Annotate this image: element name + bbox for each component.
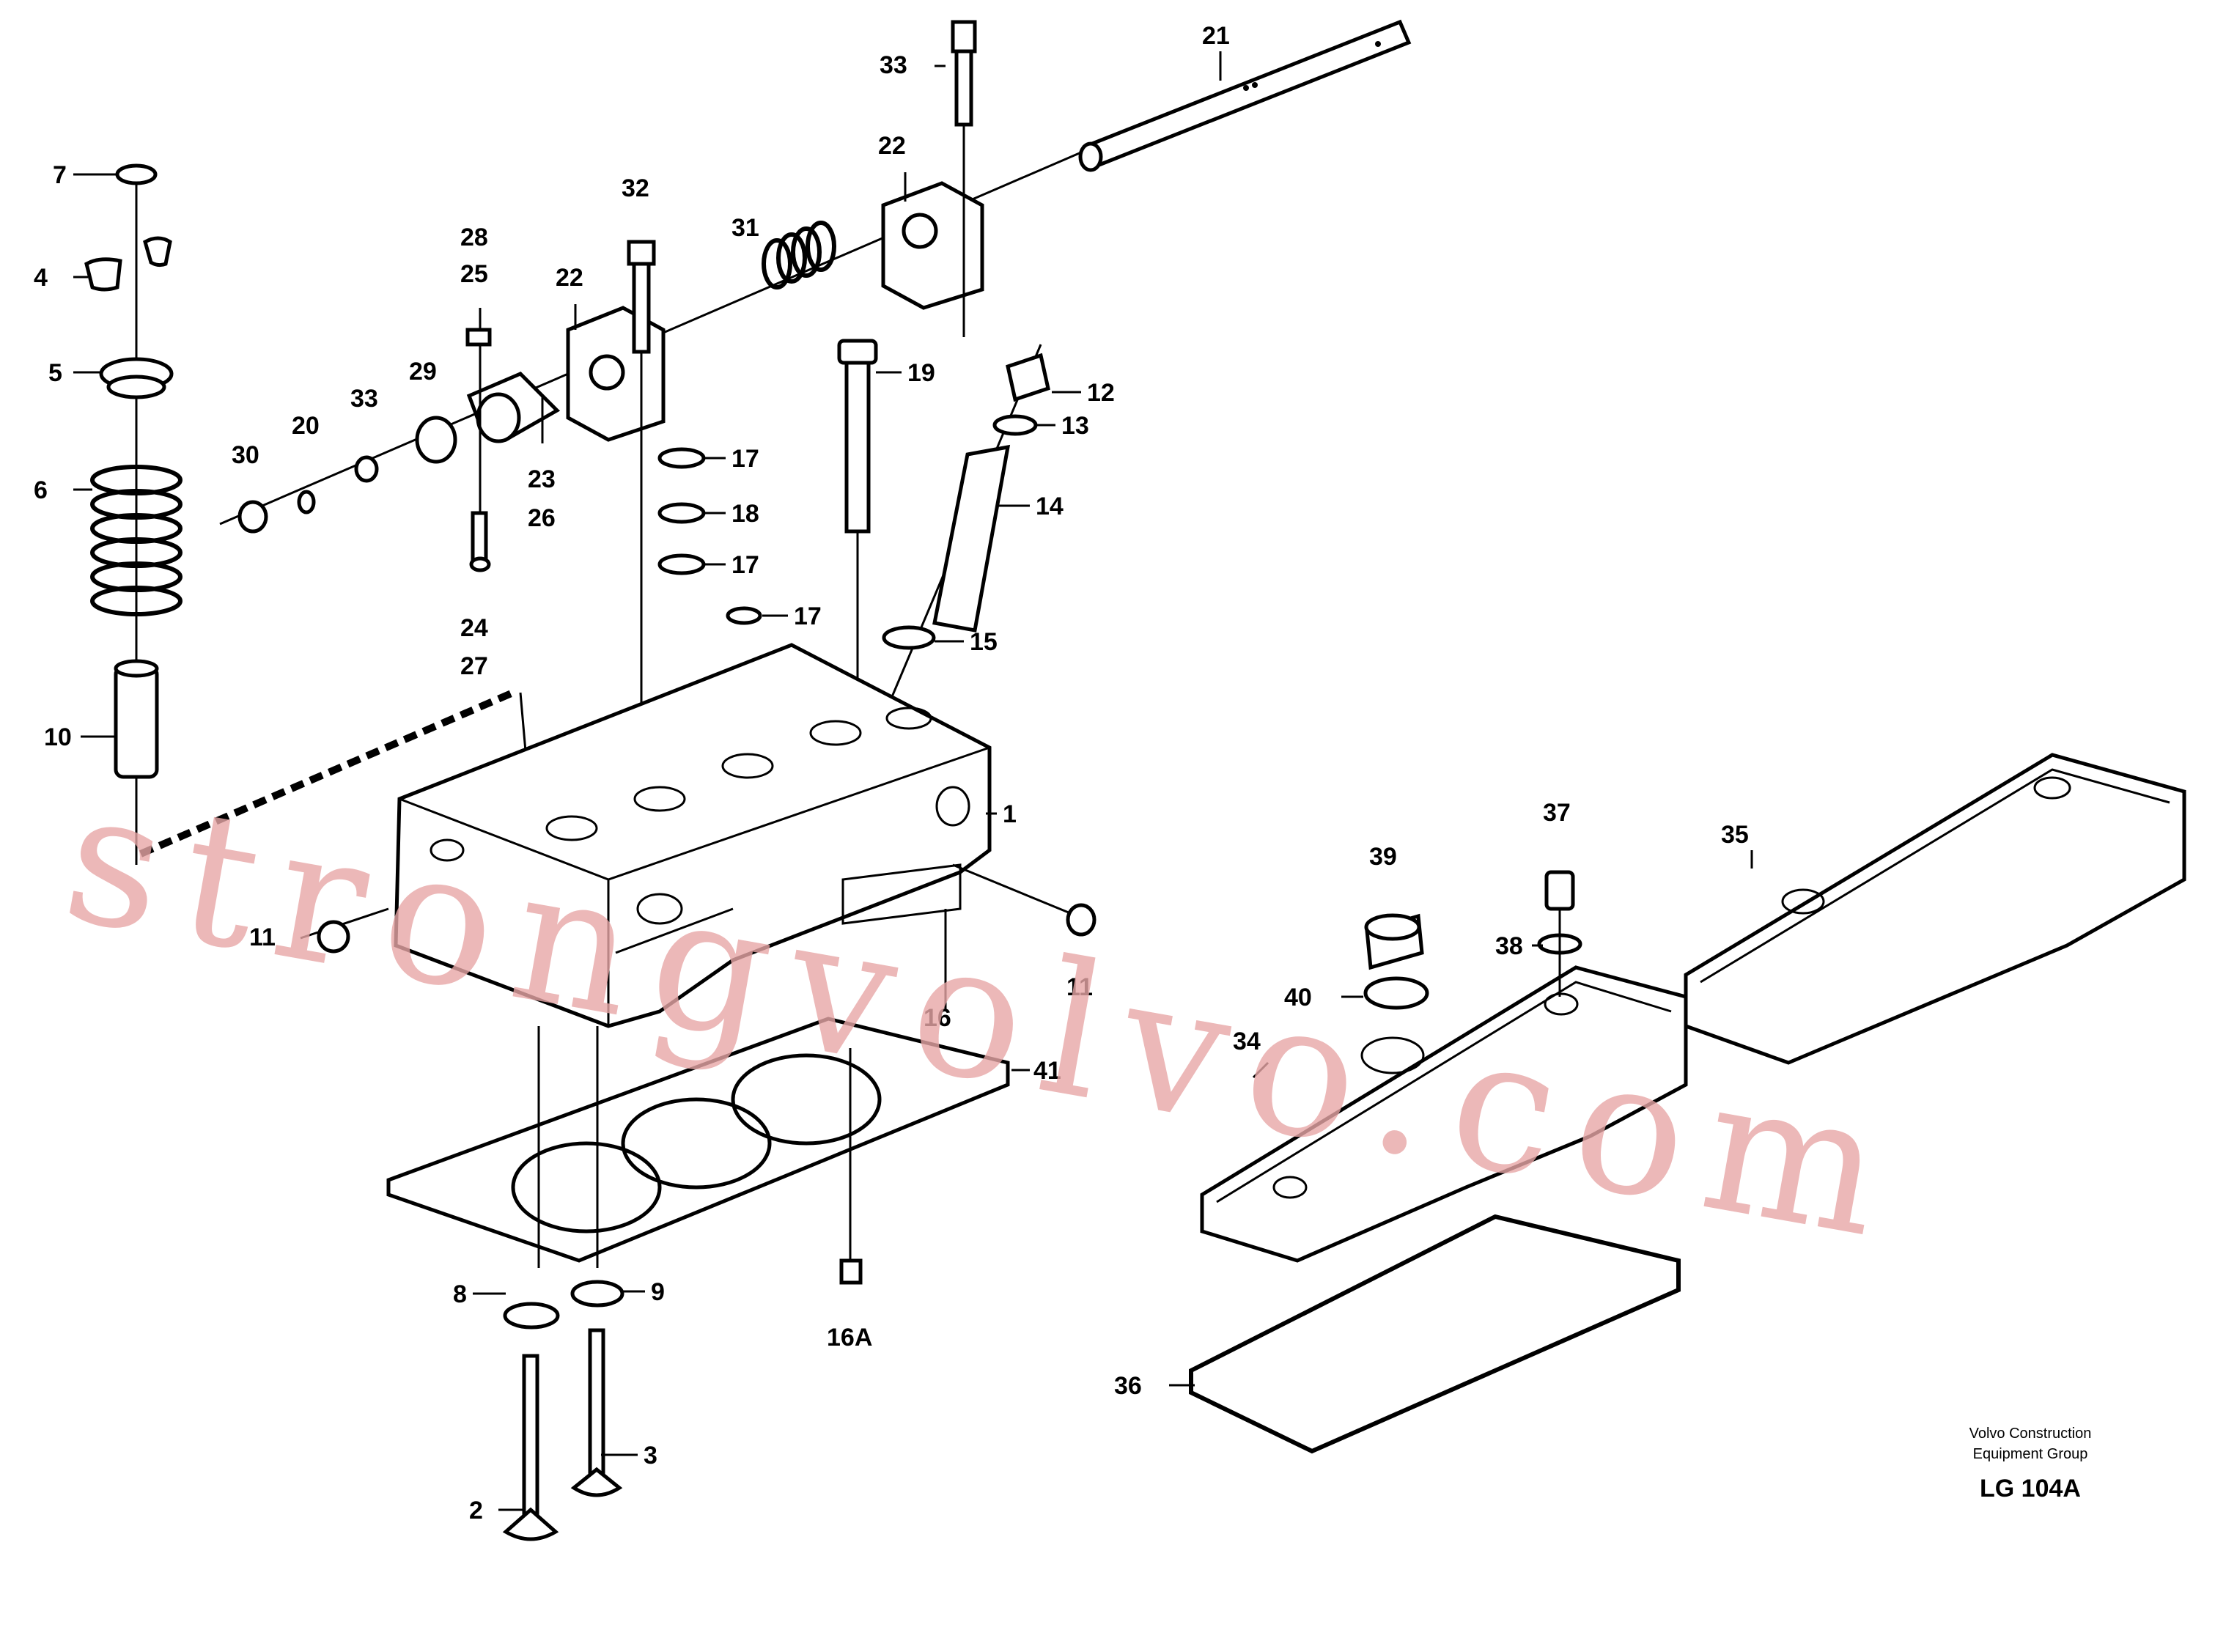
callout-17-b: 17 — [731, 551, 759, 579]
figure-code: LG 104A — [1980, 1475, 2081, 1502]
callout-24: 24 — [460, 614, 488, 642]
callout-15: 15 — [970, 628, 998, 656]
callout-32: 32 — [622, 174, 649, 202]
callout-13: 13 — [1061, 412, 1089, 440]
callout-19: 19 — [907, 359, 935, 387]
cylinder-head — [300, 643, 1097, 1028]
callout-28: 28 — [460, 224, 488, 251]
callout-20: 20 — [292, 412, 320, 440]
callout-37: 37 — [1543, 799, 1571, 827]
callout-22-left: 22 — [556, 264, 583, 292]
manufacturer-line-2: Equipment Group — [1973, 1446, 2088, 1462]
leader-lines — [73, 51, 1753, 1511]
callout-25: 25 — [460, 260, 488, 288]
callout-26: 26 — [528, 504, 556, 532]
callout-17-c: 17 — [794, 602, 822, 630]
callout-21: 21 — [1202, 22, 1230, 50]
callout-5: 5 — [48, 359, 62, 387]
callout-4: 4 — [34, 264, 48, 292]
callout-31: 31 — [731, 214, 759, 242]
rocker-shaft-assembly — [219, 19, 1412, 777]
valve-spring — [90, 465, 183, 616]
callout-8: 8 — [453, 1280, 467, 1308]
callout-33-left: 33 — [350, 385, 378, 413]
callout-11-left: 11 — [249, 923, 276, 951]
callout-41: 41 — [1033, 1057, 1061, 1085]
callout-3: 3 — [644, 1442, 657, 1470]
callout-9: 9 — [651, 1278, 665, 1306]
callout-38: 38 — [1495, 932, 1523, 960]
callout-40: 40 — [1284, 984, 1312, 1011]
callout-16a: 16A — [827, 1324, 872, 1352]
callout-23: 23 — [528, 465, 556, 493]
callout-29: 29 — [409, 358, 437, 386]
callout-27: 27 — [460, 652, 488, 680]
valves — [502, 1280, 624, 1541]
callout-30: 30 — [232, 441, 259, 469]
callout-7: 7 — [53, 161, 67, 189]
manufacturer-line-1: Volvo Construction — [1969, 1426, 2092, 1442]
callout-12: 12 — [1087, 379, 1115, 407]
callout-11-right: 11 — [1066, 973, 1093, 1001]
callout-6: 6 — [34, 476, 48, 504]
callout-18: 18 — [731, 500, 759, 528]
callout-17-a: 17 — [731, 445, 759, 473]
callout-39: 39 — [1369, 843, 1397, 871]
callout-35: 35 — [1721, 821, 1749, 849]
callout-36: 36 — [1114, 1372, 1142, 1400]
callout-33-top: 33 — [880, 51, 907, 79]
figure-footer: Volvo Construction Equipment Group LG 10… — [1969, 1426, 2092, 1502]
callout-10: 10 — [44, 723, 72, 751]
callout-1: 1 — [1003, 800, 1017, 828]
callout-labels: 1 2 3 4 5 6 7 8 9 10 11 11 12 13 14 15 1… — [34, 22, 1749, 1524]
callout-22-right: 22 — [878, 132, 906, 160]
cylinder-head-bolt — [657, 339, 878, 689]
callout-2: 2 — [469, 1497, 483, 1524]
valve-cover-small — [1200, 870, 1688, 1263]
callout-16: 16 — [924, 1004, 951, 1032]
valve-cover-large — [1684, 753, 2186, 1065]
callout-14: 14 — [1036, 493, 1064, 520]
valve-cover-gasket — [1189, 1214, 1681, 1454]
head-gasket — [386, 1017, 1010, 1285]
callout-34: 34 — [1233, 1028, 1261, 1055]
valve-spring-assembly — [84, 163, 535, 865]
